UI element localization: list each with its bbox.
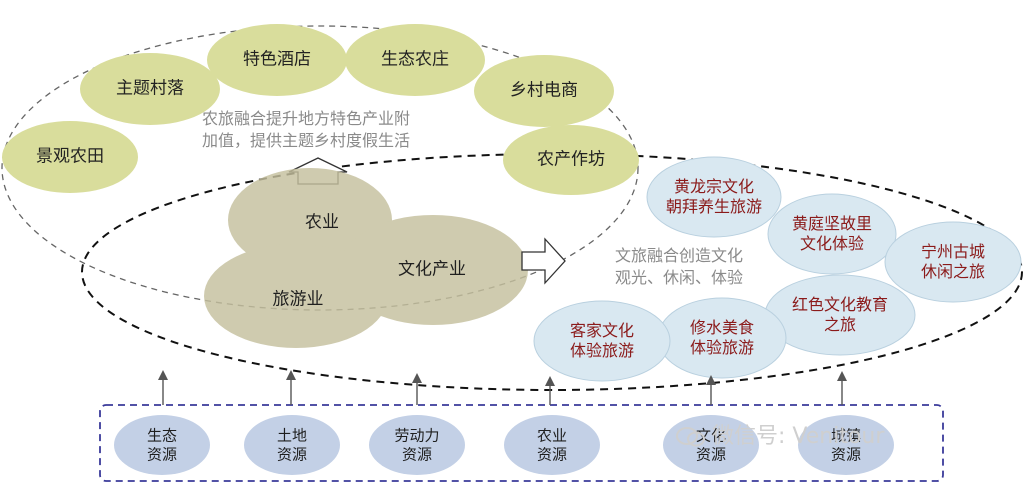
blue-label-1: 黄龙宗文化 朝拜养生旅游 <box>666 177 762 217</box>
arrow-head-3 <box>412 373 422 383</box>
blue-note-line-2: 观光、休闲、体验 <box>615 267 744 287</box>
blue-label-4-line-2: 之旅 <box>823 315 857 334</box>
core-label-2: 旅游业 <box>272 289 324 310</box>
blue-label-6-line-2: 体验旅游 <box>569 341 635 360</box>
resource-label-4-line-2: 资源 <box>536 445 568 463</box>
watermark-text: 微信号: Venitour <box>712 424 885 449</box>
resource-label-1-line-1: 生态 <box>146 426 178 445</box>
resource-label-6: 城镇 资源 <box>831 426 861 464</box>
green-note-line-1: 农旅融合提升地方特色产业附 <box>202 109 411 128</box>
resource-node-4 <box>504 415 600 475</box>
green-note-line-2: 加值，提供主题乡村度假生活 <box>202 130 411 150</box>
green-label-4: 生态农庄 <box>381 49 449 70</box>
blue-label-6-line-1: 客家文化 <box>569 321 635 340</box>
arrow-head-2 <box>286 370 296 380</box>
blue-label-5: 修水美食 体验旅游 <box>690 318 754 358</box>
green-node-1 <box>2 121 138 193</box>
blue-node-2 <box>767 193 897 275</box>
blue-label-3: 宁州古城 休闲之旅 <box>921 242 985 282</box>
green-node-2 <box>80 53 220 125</box>
resource-node-3 <box>369 415 465 475</box>
blue-label-2: 黄庭坚故里 文化体验 <box>792 214 872 254</box>
resource-label-2: 土地 资源 <box>277 426 307 464</box>
resource-node-5 <box>663 415 759 475</box>
blue-label-1-line-1: 黄龙宗文化 <box>673 177 755 196</box>
resource-node-6 <box>798 415 894 475</box>
blue-label-4-line-1: 红色文化教育 <box>791 295 889 314</box>
green-node-5 <box>474 55 614 127</box>
blue-label-5-line-2: 体验旅游 <box>689 338 755 357</box>
right-arrow-icon <box>521 237 566 285</box>
blue-node-6 <box>533 300 671 382</box>
blue-label-3-line-1: 宁州古城 <box>920 242 986 261</box>
resource-label-4: 农业 资源 <box>537 426 567 464</box>
blue-label-1-line-2: 朝拜养生旅游 <box>665 197 763 216</box>
blue-note: 文旅融合创造文化 观光、休闲、体验 <box>615 245 743 288</box>
blue-node-1 <box>646 156 782 238</box>
green-node-4 <box>345 24 485 96</box>
resource-label-5-line-2: 资源 <box>695 445 727 463</box>
blue-label-2-line-2: 文化体验 <box>799 234 865 253</box>
resource-label-1-line-2: 资源 <box>146 445 178 463</box>
green-note: 农旅融合提升地方特色产业附 加值，提供主题乡村度假生活 <box>202 108 410 151</box>
blue-label-4: 红色文化教育 之旅 <box>792 295 888 335</box>
watermark: 微信号: Venitour <box>676 418 884 450</box>
green-label-3: 特色酒店 <box>243 49 311 70</box>
resource-label-6-line-2: 资源 <box>830 445 862 463</box>
blue-note-line-1: 文旅融合创造文化 <box>615 246 744 265</box>
core-circle-3 <box>338 215 528 325</box>
core-label-3: 文化产业 <box>398 259 466 280</box>
wechat-icon <box>676 426 706 448</box>
blue-label-6: 客家文化 体验旅游 <box>570 321 634 361</box>
resource-label-3: 劳动力 资源 <box>394 426 439 464</box>
resource-node-1 <box>114 415 210 475</box>
green-label-1: 景观农田 <box>36 146 104 167</box>
blue-label-5-line-1: 修水美食 <box>689 318 755 337</box>
core-label-1: 农业 <box>305 212 339 233</box>
arrow-head-5 <box>706 375 716 385</box>
arrow-head-1 <box>158 370 168 380</box>
resource-node-2 <box>244 415 340 475</box>
resource-label-2-line-1: 土地 <box>276 426 308 445</box>
green-node-3 <box>207 24 347 96</box>
resource-label-4-line-1: 农业 <box>536 426 568 445</box>
green-label-2: 主题村落 <box>116 78 184 99</box>
resource-label-1: 生态 资源 <box>147 426 177 464</box>
resource-label-6-line-1: 城镇 <box>830 426 862 445</box>
green-node-6 <box>503 125 639 195</box>
green-label-6: 农产作坊 <box>537 149 605 170</box>
blue-label-3-line-2: 休闲之旅 <box>920 262 986 281</box>
green-label-5: 乡村电商 <box>510 80 578 101</box>
resource-label-2-line-2: 资源 <box>276 445 308 463</box>
arrow-head-6 <box>837 371 847 381</box>
blue-node-3 <box>884 221 1022 303</box>
arrow-head-4 <box>545 376 555 386</box>
resource-label-3-line-2: 资源 <box>401 445 433 463</box>
resource-label-3-line-1: 劳动力 <box>394 426 440 445</box>
blue-label-2-line-1: 黄庭坚故里 <box>791 214 873 233</box>
